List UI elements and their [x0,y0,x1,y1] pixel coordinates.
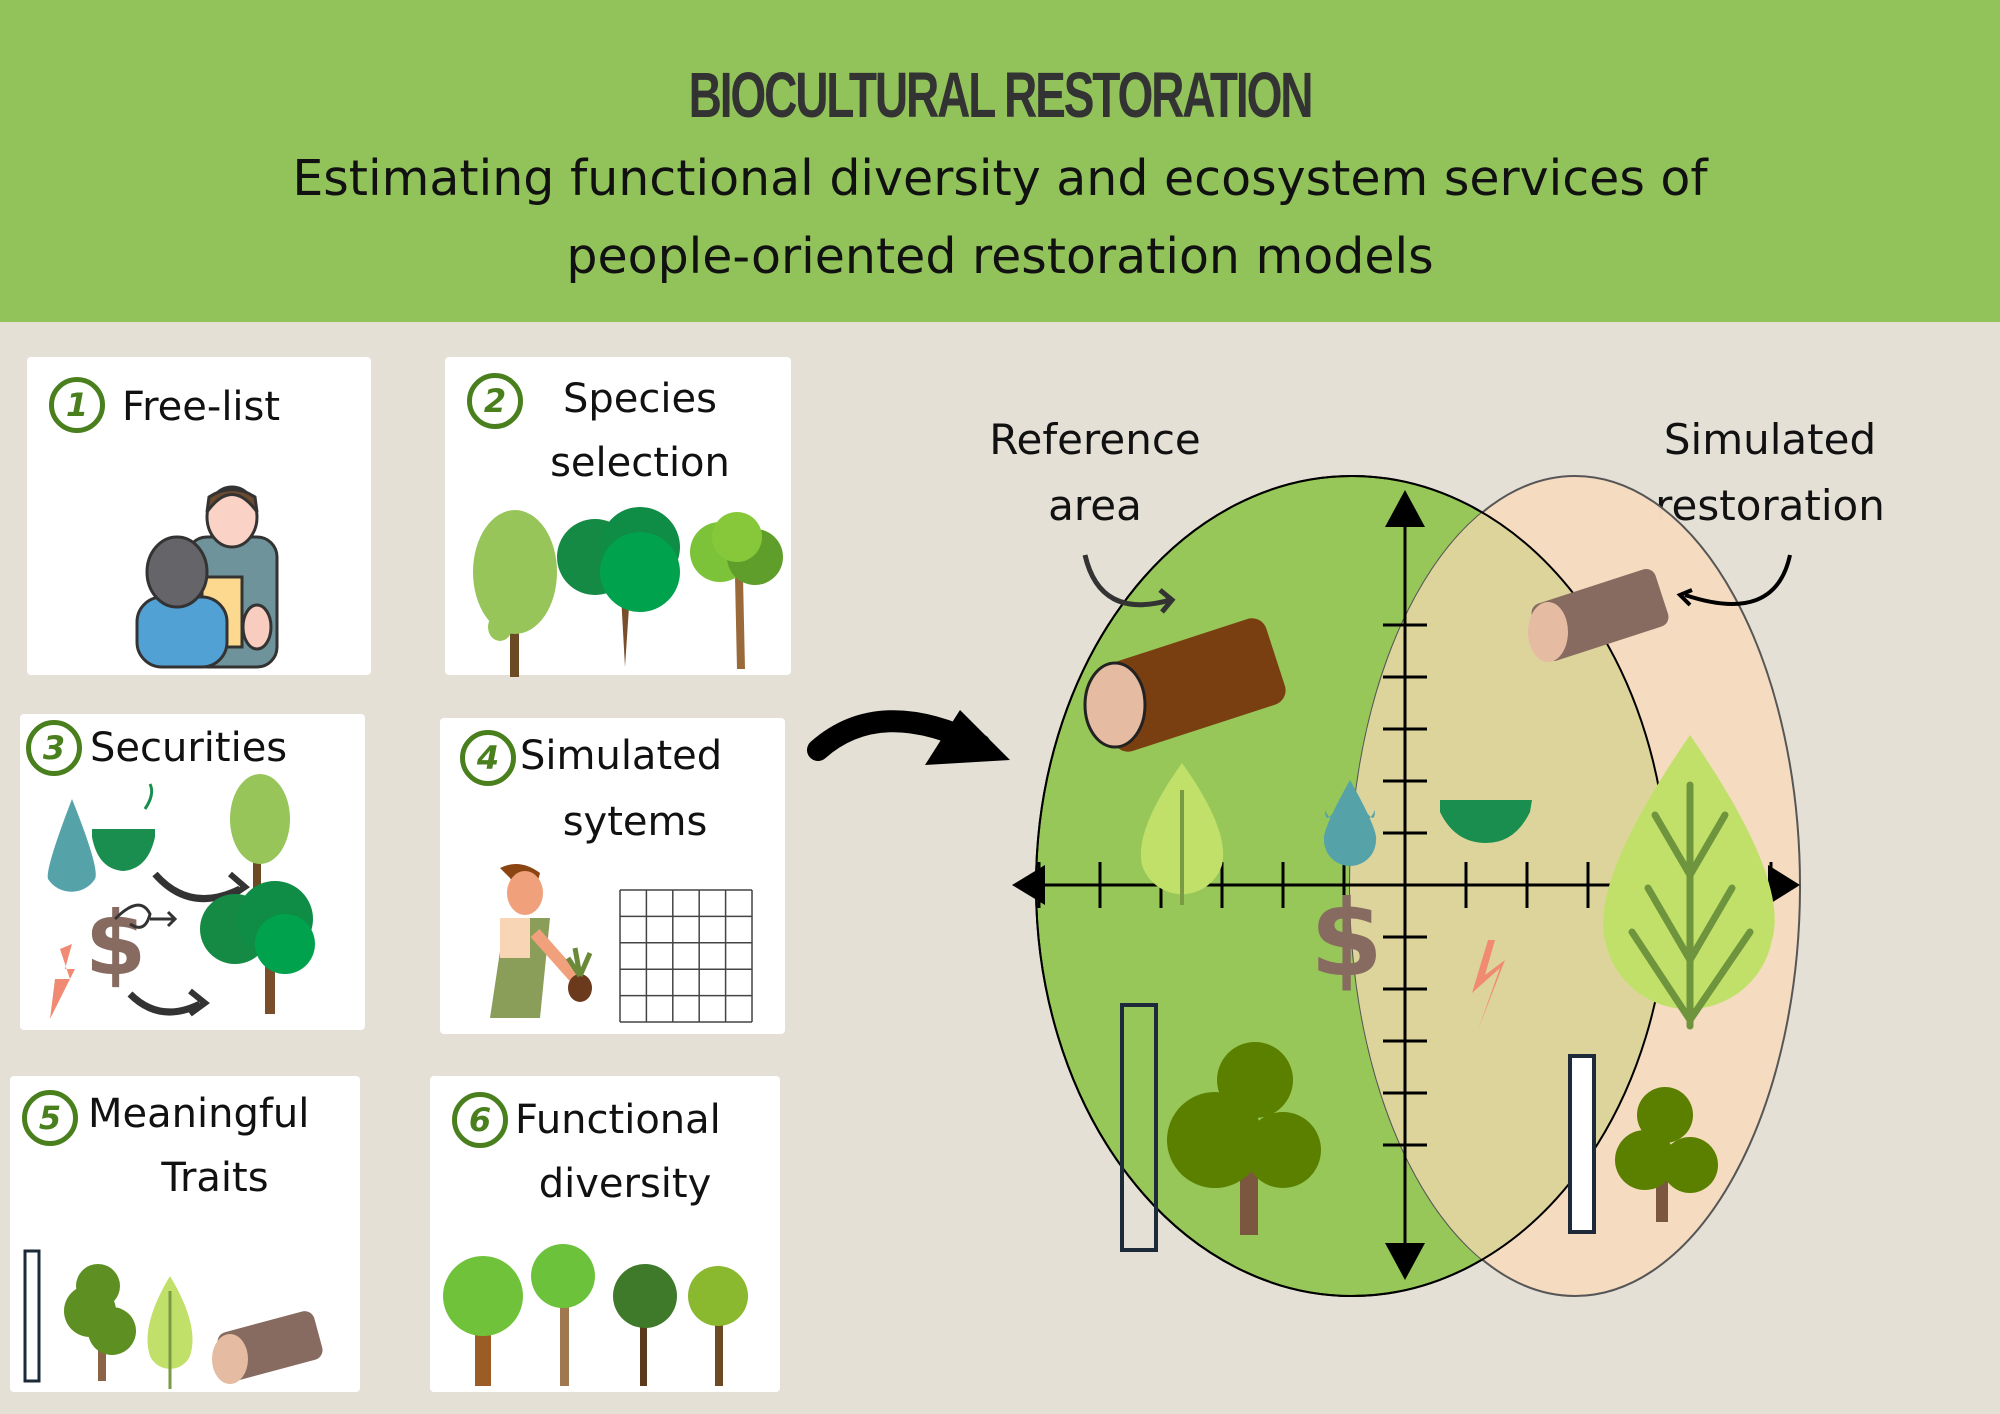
simulated-restoration-label: Simulated restoration [1630,407,1910,539]
food-bowl-icon [1440,800,1532,843]
reference-label-line1: Reference [989,415,1201,464]
woman-planting-icon [490,864,593,1018]
step-number-badge: 6 [452,1092,508,1148]
step-label: Securities [90,725,288,771]
y-axis-down-arrowhead [1385,1243,1425,1280]
lightning-icon [50,944,75,1019]
step-label-line2: Traits [161,1155,269,1201]
page-title: BIOCULTURAL RESTORATION [688,59,1314,131]
food-bowl-icon [92,829,155,871]
securities-illustration: $ [47,774,315,1019]
four-trees-icon [443,1244,748,1386]
step-card-species-selection: 2 Species selection [445,357,791,677]
water-drop-icon [47,799,96,892]
large-log-icon [1083,618,1286,752]
step-label-line2: diversity [538,1161,712,1207]
step-label: Functional [515,1097,721,1143]
dollar-sign-icon: $ [1310,878,1383,1000]
simulated-pointer-arrow [1684,554,1792,606]
step-number-badge: 3 [26,720,82,776]
step-label: Free-list [122,384,281,430]
step-label: Meaningful [88,1091,310,1137]
small-tree-icon [1615,1087,1718,1222]
interview-people-icon [135,485,279,669]
step-label-line2: sytems [562,799,708,845]
reference-area-label: Reference area [950,407,1240,539]
step-label: Simulated [520,733,723,779]
small-log-icon [1528,568,1669,662]
step-card-free-list: 1 Free-list [27,357,371,675]
traits-illustration [23,1249,323,1389]
x-axis-left-arrowhead [1012,865,1045,905]
three-trees-icon [473,507,783,677]
log-icon [212,1311,323,1384]
simulated-label-line1: Simulated [1663,415,1877,464]
step-number-badge: 1 [49,377,105,433]
reference-pointer-arrow [1082,554,1171,608]
small-ruler-icon [1568,1054,1596,1234]
x-axis-right-arrowhead [1768,865,1800,905]
step-label-line2: selection [550,440,730,486]
step-number-badge: 2 [467,373,523,429]
y-axis-up-arrowhead [1385,490,1425,527]
simulation-grid [619,889,753,1023]
water-drop-icon [1323,780,1377,866]
page-subtitle-line2: people-oriented restoration models [566,228,1434,285]
large-leaf-icon [1603,735,1775,1030]
step-label: Species [563,376,717,422]
small-leaf-icon [1140,763,1224,905]
step-card-simulated-systems: 4 Simulated sytems [440,718,785,1034]
dollar-sign-icon: $ [85,892,146,995]
page-subtitle-line1: Estimating functional diversity and ecos… [292,150,1708,207]
header-banner: BIOCULTURAL RESTORATION Estimating funct… [0,0,2000,322]
large-ruler-icon [1120,1003,1158,1252]
simulated-label-line2: restoration [1655,481,1885,530]
step-card-functional-diversity: 6 Functional diversity [430,1076,780,1392]
reference-label-line2: area [1048,481,1142,530]
lightning-icon [1472,940,1505,1030]
flow-arrow-icon [807,710,1010,765]
large-tree-icon [1167,1042,1321,1235]
step-number-badge: 4 [460,730,516,786]
step-number-badge: 5 [22,1090,78,1146]
ruler-icon [23,1249,41,1383]
step-card-meaningful-traits: 5 Meaningful Traits [10,1076,360,1392]
step-card-securities: 3 Securities $ [20,714,365,1030]
